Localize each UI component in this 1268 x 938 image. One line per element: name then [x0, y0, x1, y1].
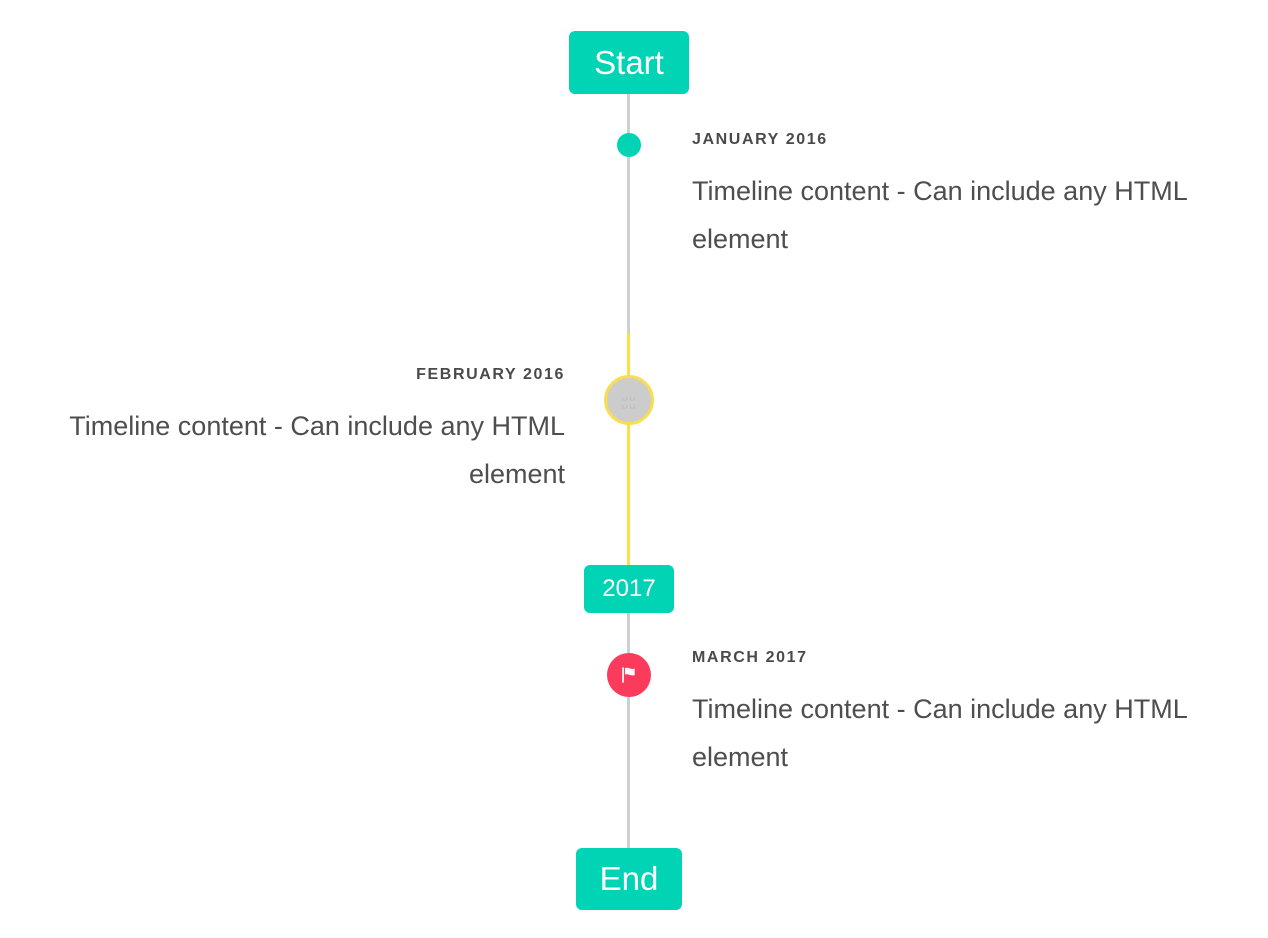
- timeline-entry-date: JANUARY 2016: [692, 131, 828, 148]
- broken-glyph-icon: ␣␣ ␣␣: [621, 390, 637, 410]
- timeline-entry-january: JANUARY 2016 Timeline content - Can incl…: [692, 130, 1217, 263]
- timeline-marker-broken-glyph-icon[interactable]: ␣␣ ␣␣: [604, 375, 654, 425]
- timeline-entry-body: Timeline content - Can include any HTML …: [69, 411, 565, 490]
- timeline-marker-flag[interactable]: [607, 653, 651, 697]
- timeline-end-badge[interactable]: End: [576, 848, 682, 910]
- broken-glyph-row-bottom: ␣␣: [621, 398, 637, 410]
- timeline-year-badge[interactable]: 2017: [584, 565, 674, 613]
- timeline-start-badge[interactable]: Start: [569, 31, 689, 94]
- timeline-axis-segment-bottom: [627, 613, 630, 853]
- timeline-entry-date: FEBRUARY 2016: [416, 366, 565, 383]
- timeline-entry-body: Timeline content - Can include any HTML …: [692, 694, 1187, 773]
- timeline-marker-dot-icon[interactable]: [617, 133, 641, 157]
- timeline-entry-february: FEBRUARY 2016 Timeline content - Can inc…: [40, 365, 565, 498]
- timeline-entry-body: Timeline content - Can include any HTML …: [692, 176, 1187, 255]
- broken-glyph-row-top: ␣␣: [621, 390, 637, 402]
- timeline-axis-segment-highlight: [627, 333, 630, 565]
- timeline-entry-march: MARCH 2017 Timeline content - Can includ…: [692, 648, 1217, 781]
- timeline-axis-segment-top: [627, 94, 630, 333]
- timeline-entry-date: MARCH 2017: [692, 649, 808, 666]
- flag-icon: [618, 664, 640, 686]
